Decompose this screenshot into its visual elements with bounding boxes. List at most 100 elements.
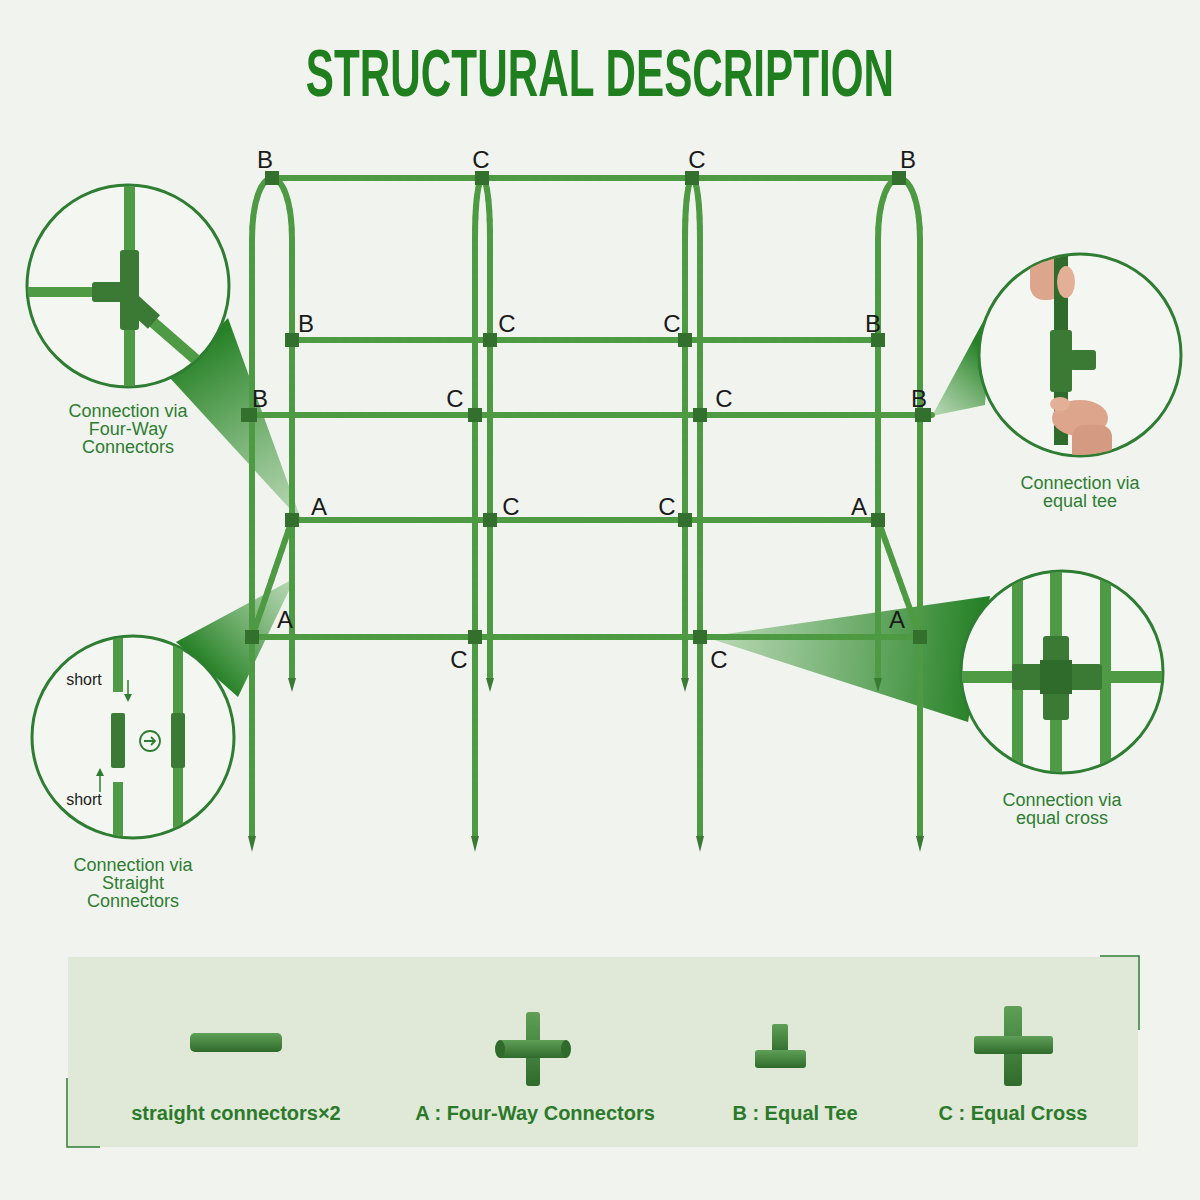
connector-part bbox=[561, 1040, 571, 1058]
connector-letter: B bbox=[252, 387, 268, 411]
part-note: short bbox=[66, 792, 102, 808]
joint bbox=[913, 630, 927, 644]
joint bbox=[685, 171, 699, 185]
four-way-detail bbox=[20, 175, 240, 398]
connector-letter: C bbox=[658, 495, 675, 519]
spike bbox=[874, 678, 882, 692]
connector-letter: B bbox=[900, 148, 916, 172]
trellis-frame bbox=[241, 171, 932, 852]
pipe bbox=[1054, 245, 1068, 445]
callout-outline bbox=[30, 634, 236, 840]
callout-circle-outline bbox=[961, 571, 1163, 773]
callout-caption: Connection via Four-Way Connectors bbox=[53, 402, 203, 456]
legend-text: B : Equal Tee bbox=[732, 1102, 857, 1124]
callout-pointer bbox=[705, 596, 990, 722]
equal-tee-icon bbox=[755, 1024, 806, 1068]
connector-letter: B bbox=[257, 148, 273, 172]
joint bbox=[693, 630, 707, 644]
spike bbox=[471, 836, 479, 852]
connector-letter: C bbox=[446, 387, 463, 411]
joint bbox=[265, 171, 279, 185]
connector-letter: B bbox=[298, 312, 314, 336]
arrow-circle bbox=[140, 731, 160, 751]
frame-rods bbox=[245, 178, 932, 838]
connector-part bbox=[498, 1040, 568, 1058]
frame-joints bbox=[241, 171, 931, 644]
finger bbox=[1050, 397, 1070, 411]
legend-text: C : Equal Cross bbox=[939, 1102, 1088, 1124]
four-way-connector-icon bbox=[495, 1012, 571, 1086]
pipe bbox=[955, 671, 1170, 683]
joint bbox=[285, 513, 299, 527]
connector-letter: C bbox=[450, 648, 467, 672]
connector-part bbox=[755, 1050, 806, 1068]
arm bbox=[1072, 425, 1112, 465]
connector-letter: B bbox=[911, 387, 927, 411]
spike bbox=[288, 678, 296, 692]
connector bbox=[1012, 664, 1102, 690]
connector-letter: C bbox=[502, 495, 519, 519]
hand bbox=[1030, 240, 1062, 300]
joint bbox=[693, 408, 707, 422]
corner-mark bbox=[67, 1078, 100, 1147]
connector-letter: C bbox=[663, 312, 680, 336]
arrow bbox=[144, 737, 155, 745]
joint bbox=[475, 171, 489, 185]
connector-letter: A bbox=[851, 495, 867, 519]
legend-text: A : Four-Way Connectors bbox=[415, 1102, 655, 1124]
joint bbox=[678, 513, 692, 527]
legend-background bbox=[68, 957, 1138, 1147]
connector bbox=[171, 713, 185, 768]
equal-cross-detail bbox=[955, 565, 1170, 780]
pipe bbox=[113, 630, 123, 692]
finger bbox=[1057, 266, 1075, 298]
callout-caption: Connection via Straight Connectors bbox=[58, 856, 208, 910]
legend-panel bbox=[67, 956, 1139, 1147]
part-note: short bbox=[66, 672, 102, 688]
straight-connector-icon bbox=[190, 1033, 282, 1052]
spike bbox=[696, 836, 704, 852]
diagram-title: STRUCTURAL DESCRIPTION bbox=[216, 40, 984, 106]
connector-letter: A bbox=[311, 495, 327, 519]
spike bbox=[916, 836, 924, 852]
legend-text: straight connectors×2 bbox=[131, 1102, 341, 1124]
pipe bbox=[1100, 565, 1111, 780]
callout-circle-outline bbox=[979, 254, 1181, 456]
callout-outline bbox=[977, 252, 1183, 458]
pipe bbox=[1050, 565, 1062, 780]
arrow bbox=[99, 774, 101, 792]
spike bbox=[248, 836, 256, 852]
connector bbox=[1050, 330, 1072, 392]
pipe bbox=[113, 782, 123, 852]
joint bbox=[285, 333, 299, 347]
joint bbox=[468, 408, 482, 422]
connector bbox=[111, 713, 125, 768]
connector-letter: A bbox=[889, 608, 905, 632]
pipe bbox=[20, 287, 120, 297]
joint bbox=[245, 630, 259, 644]
pipe bbox=[132, 304, 240, 398]
callout-caption: Connection via equal cross bbox=[987, 791, 1137, 827]
connector bbox=[1070, 350, 1096, 370]
pipe bbox=[173, 630, 183, 852]
connector-part bbox=[772, 1024, 788, 1054]
callout-outline bbox=[959, 569, 1165, 775]
equal-tee-detail bbox=[1030, 240, 1112, 465]
connector-part bbox=[974, 1036, 1053, 1054]
spike bbox=[486, 678, 494, 692]
connector-part bbox=[495, 1040, 505, 1058]
callout-circle: Connection via Four-Way Connectors bbox=[25, 183, 231, 389]
callout-caption: Connection via equal tee bbox=[1005, 474, 1155, 510]
callout-circle-outline bbox=[27, 185, 229, 387]
callout-outline bbox=[25, 183, 231, 389]
legend-entry: B : Equal Tee bbox=[732, 1102, 857, 1124]
connector-letter: C bbox=[710, 648, 727, 672]
connector bbox=[132, 302, 154, 322]
legend-entry: A : Four-Way Connectors bbox=[415, 1102, 655, 1124]
joint bbox=[892, 171, 906, 185]
connector-letter: B bbox=[865, 312, 881, 336]
pipe bbox=[1012, 565, 1023, 780]
connector-letter: C bbox=[472, 148, 489, 172]
callout-circle-outline bbox=[32, 636, 234, 838]
